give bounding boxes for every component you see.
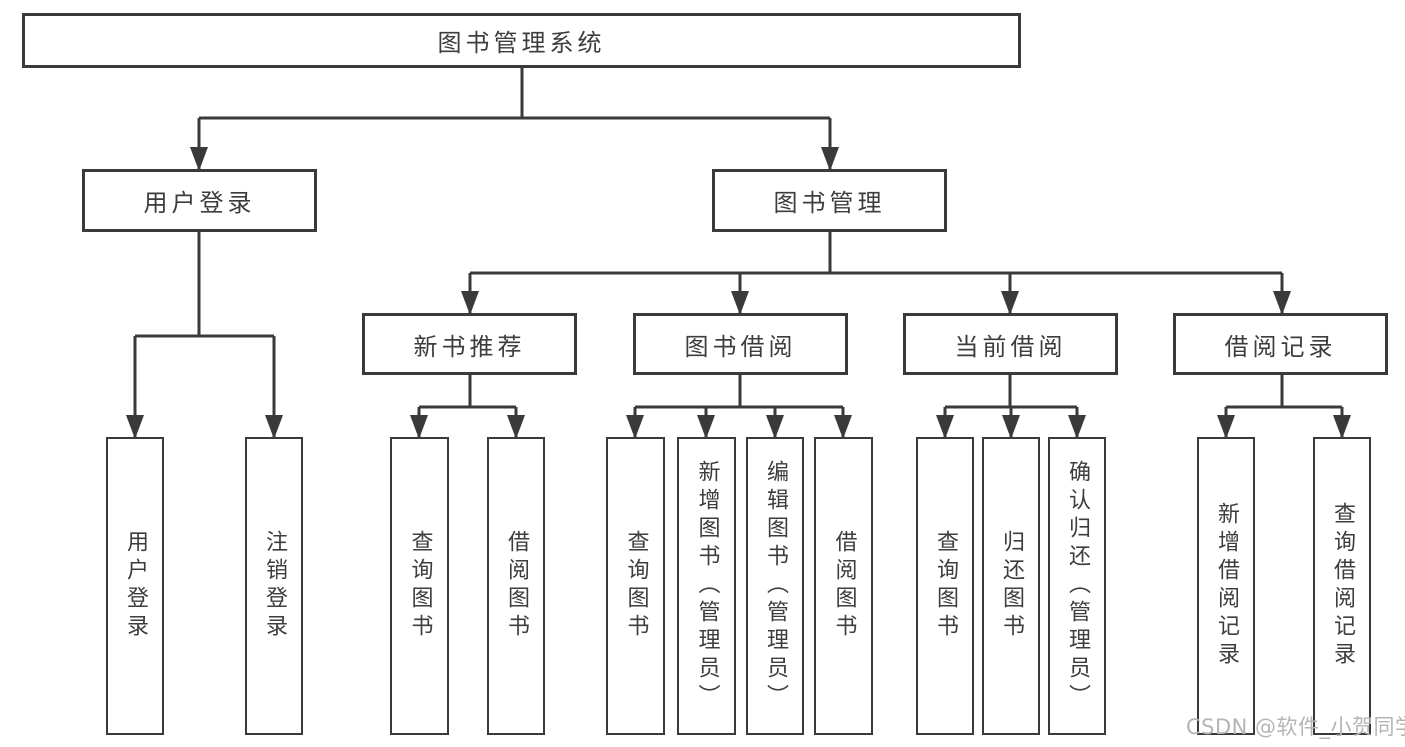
arrowhead [126,415,144,439]
leaf-label: 查询图书 [407,530,433,642]
arrowhead [731,291,749,315]
leaf-borrow-books-recommend: 借阅图书 [487,437,545,735]
node-user-login: 用户登录 [82,169,317,232]
node-current-borrowing-label: 当前借阅 [954,332,1067,361]
leaf-label: 查询借阅记录 [1330,502,1355,670]
connector-root [197,68,832,171]
watermark-text: CSDN @软件_小贺同学 [1186,715,1405,739]
node-new-book-recommendation-label: 新书推荐 [413,332,526,361]
node-borrowing-records-label: 借阅记录 [1224,332,1337,361]
arrowhead [190,147,208,171]
arrowhead [410,415,428,439]
leaf-label: 归还图书 [999,530,1024,642]
arrowhead [461,291,479,315]
leaf-logout: 注销登录 [245,437,303,735]
connector-book-management [468,232,1284,315]
arrowhead [936,415,954,439]
node-book-borrowing-label: 图书借阅 [684,332,797,361]
leaf-label: 确认归还（管理员） [1065,460,1090,712]
connector-user-login [133,232,276,439]
arrowhead [766,415,784,439]
arrowhead [1002,415,1020,439]
leaf-borrow-books-borrowing: 借阅图书 [814,437,873,735]
arrowhead [834,415,852,439]
node-book-management: 图书管理 [712,169,947,232]
leaf-query-books-current: 查询图书 [916,437,974,735]
arrowhead [1273,291,1291,315]
leaf-label: 借阅图书 [831,530,857,642]
node-borrowing-records: 借阅记录 [1173,313,1388,375]
arrowhead [1333,415,1351,439]
leaf-label: 借阅图书 [504,530,529,642]
node-new-book-recommendation: 新书推荐 [362,313,577,375]
leaf-label: 编辑图书（管理员） [763,460,788,712]
connector-borrowing-records [1224,375,1344,439]
leaf-label: 用户登录 [123,530,148,642]
leaf-edit-book-admin: 编辑图书（管理员） [746,437,804,735]
node-root-label: 图书管理系统 [437,29,606,57]
arrowhead [626,415,644,439]
leaf-label: 注销登录 [262,530,287,642]
leaf-add-book-admin: 新增图书（管理员） [677,437,736,735]
arrowhead [265,415,283,439]
node-book-management-label: 图书管理 [773,189,886,217]
leaf-user-login: 用户登录 [106,437,164,735]
leaf-label: 查询图书 [623,530,649,642]
arrowhead [1001,291,1019,315]
node-root: 图书管理系统 [22,13,1021,68]
leaf-confirm-return-admin: 确认归还（管理员） [1048,437,1106,735]
connector-book-borrowing [633,375,845,439]
arrowhead [821,147,839,171]
leaf-query-borrow-record: 查询借阅记录 [1313,437,1371,735]
leaf-return-books: 归还图书 [982,437,1040,735]
node-user-login-label: 用户登录 [143,189,256,217]
arrowhead [1217,415,1235,439]
leaf-add-borrow-record: 新增借阅记录 [1197,437,1255,735]
leaf-label: 新增借阅记录 [1214,502,1239,670]
node-current-borrowing: 当前借阅 [903,313,1118,375]
leaf-query-books-borrowing: 查询图书 [606,437,665,735]
leaf-label: 新增图书（管理员） [694,460,720,712]
connector-new-book-recommendation [417,375,518,439]
arrowhead [697,415,715,439]
arrowhead [1068,415,1086,439]
node-book-borrowing: 图书借阅 [633,313,848,375]
leaf-label: 查询图书 [933,530,958,642]
leaf-query-books-recommend: 查询图书 [390,437,449,735]
arrowhead [507,415,525,439]
